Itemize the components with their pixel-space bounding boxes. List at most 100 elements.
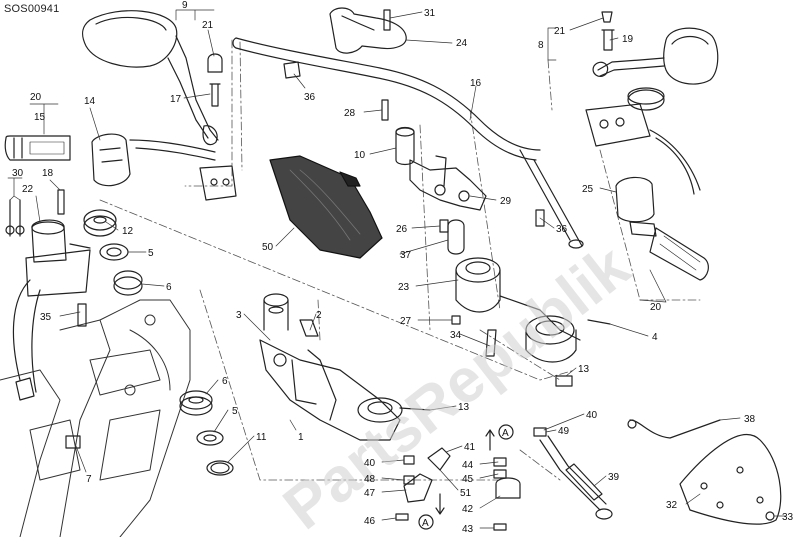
bolt-4 [587,319,611,325]
wiring-harness [12,279,41,393]
callout-2: 2 [316,310,322,321]
left-grip [4,135,71,161]
bearing-stack-center [179,390,234,476]
bearing-stack-left [83,209,143,296]
callout-7: 7 [86,474,92,485]
callout-33: 33 [782,512,794,523]
callout-23: 23 [398,282,410,293]
guide-lines [99,39,701,481]
heat-shield-32 [679,433,782,525]
ignition-switch [25,219,91,297]
callout-36b: 36 [556,224,568,235]
callout-50: 50 [262,242,274,253]
callout-5: 5 [148,248,154,259]
bolt-13b [399,407,431,411]
callout-11: 11 [256,432,267,443]
callout-8: 8 [538,40,544,51]
callout-39: 39 [608,472,620,483]
callout-45: 45 [462,474,474,485]
arrow-up [485,429,495,451]
callout-43: 43 [462,524,474,535]
right-mirror [592,27,719,85]
callout-6b: 6 [222,376,228,387]
callout-4: 4 [652,332,658,343]
callout-44: 44 [462,460,474,471]
bracket-38-end [627,419,637,429]
callout-47: 47 [364,488,376,499]
callout-5b: 5 [232,406,238,417]
callout-17: 17 [170,94,182,105]
callout-51: 51 [460,488,472,499]
nut-26 [439,219,449,233]
callout-labels: 9 21 17 31 24 36 16 21 19 8 20 15 14 28 … [12,0,794,535]
callout-20: 20 [30,92,42,103]
mirror-cap-left [207,53,223,73]
callout-41: 41 [464,442,476,453]
callout-48: 48 [364,474,376,485]
callout-24: 24 [456,38,468,49]
callout-36: 36 [304,92,316,103]
callout-18: 18 [42,168,54,179]
left-mirror [81,10,219,146]
clip-7 [65,435,81,449]
callout-20b: 20 [650,302,662,313]
callout-13: 13 [578,364,590,375]
keys-30 [5,199,25,237]
callout-12: 12 [122,226,134,237]
callout-40b: 40 [364,458,376,469]
riser-assembly [381,99,487,211]
callout-9: 9 [182,0,188,11]
callout-21: 21 [202,20,214,31]
bush-37 [447,219,465,255]
callout-15: 15 [34,112,46,123]
callout-14: 14 [84,96,96,107]
callout-10: 10 [354,150,366,161]
callout-38: 38 [744,414,756,425]
callout-28: 28 [344,108,356,119]
ref-circle-a2 [418,514,434,530]
diagram-code: SOS00941 [4,3,60,15]
callout-29: 29 [500,196,512,207]
callout-22: 22 [22,184,34,195]
callout-31: 31 [424,8,436,19]
bolt-27 [451,315,461,325]
bracket-38 [629,419,721,439]
handlebar [232,37,584,249]
callout-3: 3 [236,310,242,321]
callout-19: 19 [622,34,634,45]
bolt-13a [555,375,573,387]
clutch-lever [129,139,216,161]
steering-stem [259,293,403,441]
leader-lines [7,9,787,529]
callout-40: 40 [586,410,598,421]
callout-30: 30 [12,168,24,179]
callout-34: 34 [450,330,462,341]
bolt-18 [57,189,65,215]
clip-36 [283,61,301,79]
mirror-screw-19 [601,29,615,51]
watermark-text: PartsRepublik [271,232,642,537]
bolt-35 [77,303,87,327]
damper-brackets [395,447,521,531]
callout-1: 1 [298,432,304,443]
frame [0,299,191,538]
callout-6: 6 [166,282,172,293]
left-switch-14 [91,133,131,187]
clutch-master [199,165,237,201]
callout-27: 27 [400,316,412,327]
callout-37: 37 [400,250,412,261]
callout-42: 42 [462,504,474,515]
steering-damper [533,427,613,520]
callout-21b: 21 [554,26,566,37]
callout-ref-a2: A [422,518,429,529]
callout-49: 49 [558,426,570,437]
throttle-grip [629,221,709,281]
callout-13b: 13 [458,402,470,413]
callout-46: 46 [364,516,376,527]
headstock-cover [269,155,383,259]
upper-triple-clamp [455,257,581,363]
callout-26: 26 [396,224,408,235]
ref-circle-a1 [498,424,514,440]
arrow-down [435,493,445,515]
